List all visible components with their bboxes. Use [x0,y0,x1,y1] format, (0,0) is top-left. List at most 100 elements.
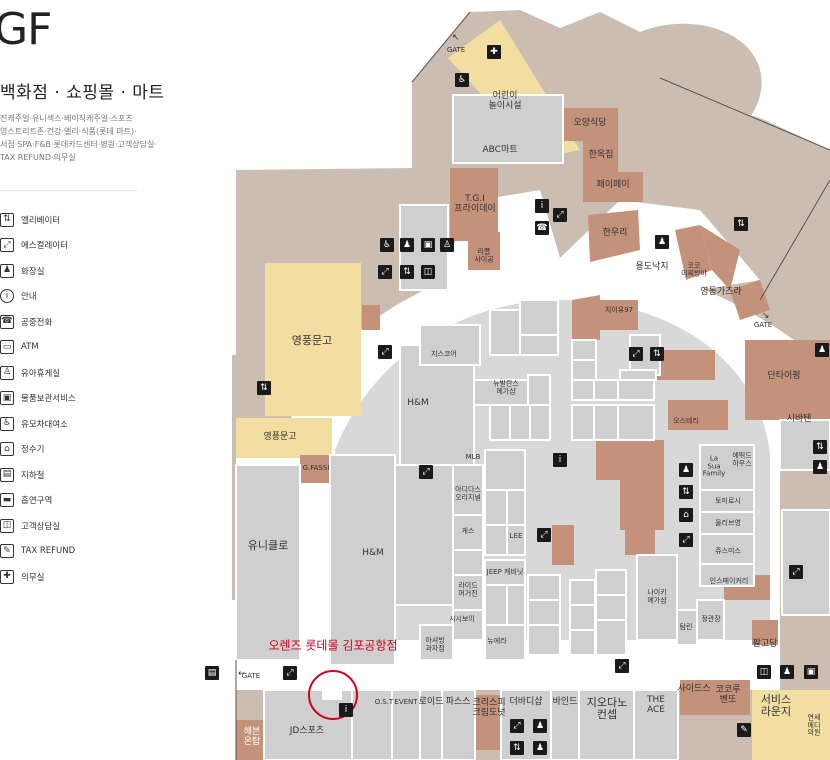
legend-item-customer-service: ◫고객상담실 [0,513,76,539]
legend-item-subway: ▤ 지하철 [0,462,76,488]
escalator-icon: ⤢ [0,238,14,253]
escalator-icon: ⤢ [679,533,693,547]
information-icon: i [535,199,549,213]
legend-label: 유모차대여소 [21,419,68,430]
legend-label: 정수기 [21,445,45,456]
legend-label: 흡연구역 [21,496,53,507]
legend-item-stroller-rental: ♿ 유모차대여소 [0,411,76,437]
customer-service-icon: ◫ [0,518,14,533]
legend-label: 에스컬레이터 [21,241,68,252]
legend-item-elevator: ⇅ 엘리베이터 [0,207,76,233]
gate-label-north: GATE [446,46,466,54]
escalator-icon: ⤢ [537,528,551,542]
current-location-dot [322,684,342,700]
elevator-icon: ⇅ [510,741,524,755]
legend-item-tax-refund: ✎ TAX REFUND [0,539,76,565]
payphone-icon: ☎ [535,221,549,235]
medical-room-icon: ✚ [487,45,501,59]
elevator-icon: ⇅ [400,265,414,279]
customer-service-icon: ◫ [757,665,771,679]
restroom-icon: ♟ [655,235,669,249]
escalator-icon: ⤢ [419,465,433,479]
legend-item-restroom: ♟ 화장실 [0,258,76,284]
legend-item-storage: ▣ 물품보관서비스 [0,386,76,412]
legend-item-information: i 안내 [0,284,76,310]
floor-title: GF [0,4,52,55]
elevator-icon: ⇅ [679,485,693,499]
boundary-lines [235,11,830,760]
legend-label: 지하철 [21,470,45,481]
legend-label: 의무실 [21,572,45,583]
legend-label: TAX REFUND [21,546,76,557]
escalator-icon: ⤢ [553,208,567,222]
legend-item-nursing-room: ♙ 유아휴게실 [0,360,76,386]
storage-icon: ▣ [804,665,818,679]
elevator-icon: ⇅ [650,347,664,361]
escalator-icon: ⤢ [789,565,803,579]
legend-item-payphone: ☎ 공중전화 [0,309,76,335]
restroom-icon: ♟ [400,238,414,252]
legend-item-medical-room: ✚ 의무실 [0,564,76,590]
gate-arrows: ↖ ↘ ← [238,33,770,679]
restaurant-blocks [236,108,830,760]
tax-refund-icon: ✎ [737,723,751,737]
restroom-icon: ♟ [533,741,547,755]
water-fountain-icon: ⌂ [0,442,14,457]
escalator-icon: ⤢ [378,345,392,359]
legend-item-water-fountain: ⌂ 정수기 [0,437,76,463]
legend-item-escalator: ⤢ 에스컬레이터 [0,233,76,259]
legend-label: 안내 [21,292,37,303]
restroom-icon: ♟ [815,343,829,357]
stroller-rental-icon: ♿ [0,416,14,431]
water-fountain-icon: ⌂ [679,508,693,522]
escalator-icon: ⤢ [378,265,392,279]
svg-text:↖: ↖ [452,33,460,43]
restroom-icon: ♟ [780,665,794,679]
nursing-room-icon: ♙ [440,238,454,252]
legend-item-smoking-area: ▬ 흡연구역 [0,488,76,514]
legend-item-atm: ▭ ATM [0,335,76,361]
nursing-room-icon: ♙ [0,365,14,380]
storage-icon: ▣ [0,391,14,406]
restroom-icon: ♟ [533,719,547,733]
restroom-icon: ♟ [0,263,14,278]
information-icon: i [339,703,353,717]
floor-description-line: 진캐주얼·유니섹스·베이직캐주얼·스포츠· [0,114,136,123]
floor-description-line: TAX REFUND·의무실 [0,153,76,162]
escalator-icon: ⤢ [283,666,297,680]
information-icon: i [0,289,14,304]
atm-icon: ▭ [0,340,14,355]
escalator-icon: ⤢ [629,347,643,361]
legend-label: 공중전화 [21,317,53,328]
legend: ⇅ 엘리베이터 ⤢ 에스컬레이터 ♟ 화장실 i 안내 ☎ 공중전화 ▭ ATM ♙ 유아휴게… [0,207,76,590]
yellow-zones [236,20,830,760]
smoking-area-icon: ▬ [0,493,14,508]
current-location-marker [308,670,358,720]
legend-label: 유아휴게실 [21,368,61,379]
customer-service-icon: ◫ [421,265,435,279]
stroller-rental-icon: ♿ [455,73,469,87]
legend-label: 화장실 [21,266,45,277]
legend-label: 물품보관서비스 [21,394,76,405]
restroom-icon: ♟ [679,463,693,477]
floor-description-line: 영스트리트존·건강·엘리·식품(롯데 마트)· [0,127,137,136]
payphone-icon: ☎ [0,314,14,329]
escalator-icon: ⤢ [510,719,524,733]
elevator-icon: ⇅ [734,217,748,231]
information-icon: i [553,453,567,467]
medical-room-icon: ✚ [0,569,14,584]
restroom-icon: ♟ [813,460,827,474]
stroller-rental-icon: ♿ [380,238,394,252]
gate-label-east: GATE [753,321,773,329]
escalator-icon: ⤢ [615,659,629,673]
elevator-icon: ⇅ [0,212,14,227]
floor-description-line: 서점·SPA·F&B·롯데카드센터·병원·고객상담실· [0,140,157,149]
legend-label: ATM [21,342,39,353]
panel-divider [0,190,138,191]
subway-icon: ▤ [0,467,14,482]
tax-refund-icon: ✎ [0,544,14,559]
subway-icon: ▤ [205,666,219,680]
legend-label: 엘리베이터 [21,215,61,226]
floor-subtitle: 백화점 · 쇼핑몰 · 마트 [0,83,165,103]
